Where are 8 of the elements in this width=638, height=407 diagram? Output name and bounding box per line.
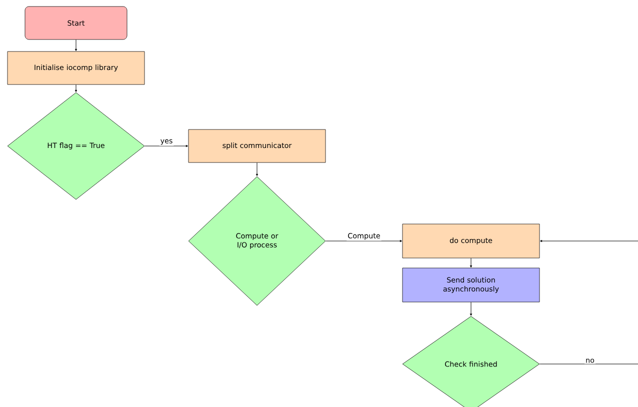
arrow: [470, 258, 472, 268]
arrow: [325, 240, 402, 242]
arrow: [74, 39, 78, 51]
arrow: [470, 302, 472, 316]
arrow: [539, 240, 638, 364]
arrow: [74, 84, 78, 92]
arrow: [256, 162, 258, 176]
arrow: [144, 144, 188, 148]
